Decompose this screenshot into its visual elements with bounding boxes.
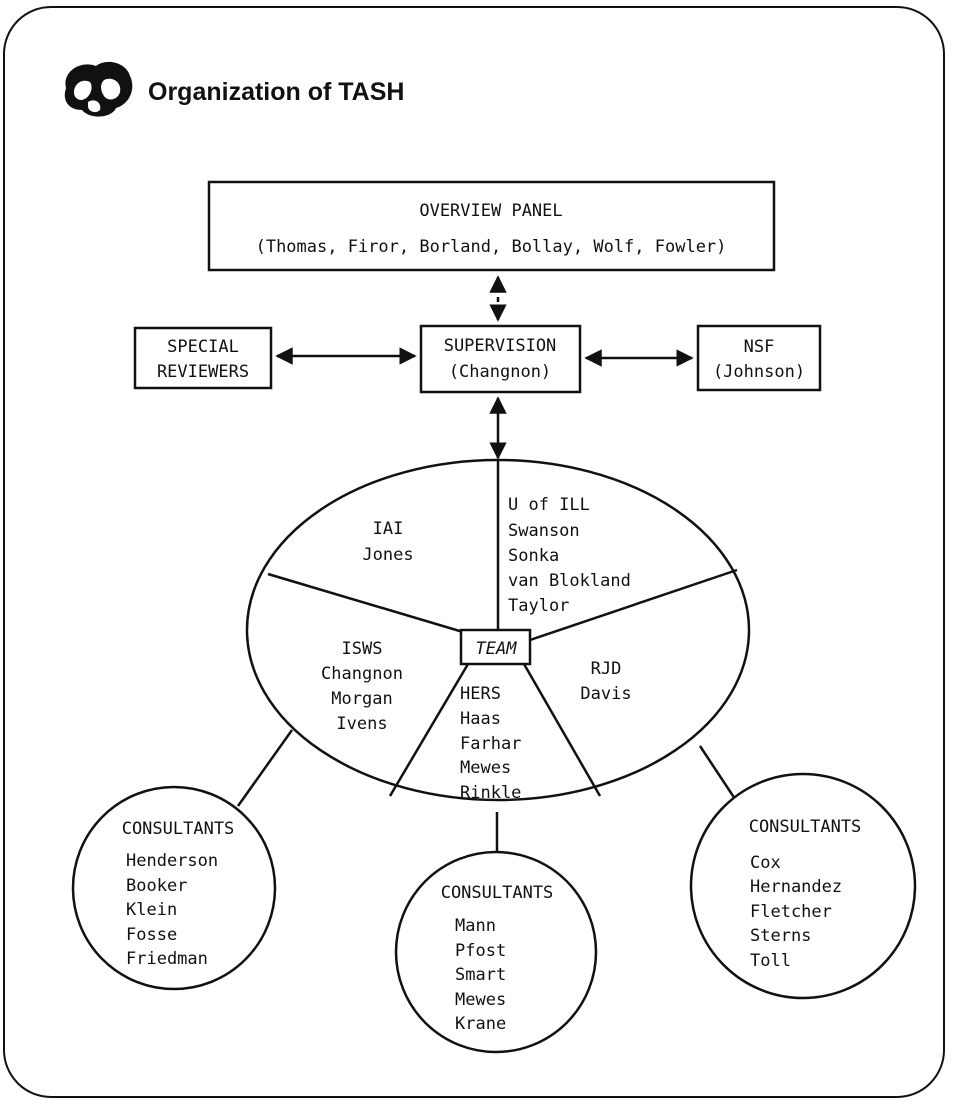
svg-text:U of ILL: U of ILL (508, 495, 590, 515)
svg-text:Pfost: Pfost (455, 941, 506, 961)
svg-text:Sonka: Sonka (508, 546, 559, 566)
connector-left (236, 729, 294, 807)
svg-text:Fosse: Fosse (126, 925, 177, 945)
nsf-line2: (Johnson) (713, 362, 805, 382)
svg-text:CONSULTANTS: CONSULTANTS (441, 883, 554, 903)
svg-text:Booker: Booker (126, 876, 187, 896)
page-frame (3, 6, 945, 1098)
overview-panel-heading: OVERVIEW PANEL (419, 201, 562, 221)
consultants-center-circle: CONSULTANTS Mann Pfost Smart Mewes Krane (394, 850, 598, 1054)
svg-text:Mewes: Mewes (460, 758, 511, 778)
special-reviewers-box: SPECIAL REVIEWERS (133, 326, 273, 390)
u-of-ill-segment: U of ILL Swanson Sonka van Blokland Tayl… (508, 495, 631, 616)
team-label: TEAM (476, 639, 518, 659)
svg-text:HERS: HERS (460, 684, 501, 704)
supervision-box: SUPERVISION (Changnon) (419, 324, 582, 394)
svg-text:Krane: Krane (455, 1014, 506, 1034)
special-reviewers-line1: SPECIAL (167, 337, 239, 357)
divider-lower-left (388, 663, 470, 797)
svg-text:CONSULTANTS: CONSULTANTS (749, 817, 862, 837)
svg-text:ISWS: ISWS (342, 639, 383, 659)
svg-text:Mann: Mann (455, 916, 496, 936)
svg-text:Rinkle: Rinkle (460, 783, 521, 803)
overview-panel-box: OVERVIEW PANEL (Thomas, Firor, Borland, … (207, 180, 776, 272)
svg-text:Friedman: Friedman (126, 949, 208, 969)
svg-text:Cox: Cox (750, 853, 781, 873)
svg-text:Changnon: Changnon (321, 664, 403, 684)
svg-text:Klein: Klein (126, 900, 177, 920)
isws-segment: ISWS Changnon Morgan Ivens (321, 639, 403, 734)
svg-text:van Blokland: van Blokland (508, 571, 631, 591)
special-reviewers-line2: REVIEWERS (157, 362, 249, 382)
svg-text:Smart: Smart (455, 965, 506, 985)
svg-text:Fletcher: Fletcher (750, 902, 832, 922)
divider-left (267, 572, 464, 634)
svg-text:Davis: Davis (580, 684, 631, 704)
iai-segment: IAI Jones (362, 519, 413, 565)
supervision-line2: (Changnon) (449, 362, 551, 382)
svg-text:Haas: Haas (460, 709, 501, 729)
svg-text:RJD: RJD (591, 659, 622, 679)
svg-text:Taylor: Taylor (508, 596, 569, 616)
team-label-box: TEAM (459, 628, 532, 666)
divider-lower-right (522, 663, 602, 797)
svg-text:CONSULTANTS: CONSULTANTS (122, 819, 235, 839)
svg-text:Toll: Toll (750, 951, 791, 971)
svg-text:Hernandez: Hernandez (750, 877, 842, 897)
svg-text:Ivens: Ivens (336, 714, 387, 734)
page-title: Organization of TASH (148, 78, 405, 106)
svg-text:Mewes: Mewes (455, 990, 506, 1010)
logo-icon (64, 61, 133, 117)
svg-text:Morgan: Morgan (331, 689, 392, 709)
supervision-line1: SUPERVISION (444, 336, 557, 356)
svg-text:IAI: IAI (373, 519, 404, 539)
svg-text:Swanson: Swanson (508, 521, 580, 541)
svg-text:Farhar: Farhar (460, 734, 521, 754)
svg-text:Henderson: Henderson (126, 851, 218, 871)
svg-text:Sterns: Sterns (750, 926, 811, 946)
svg-text:Jones: Jones (362, 545, 413, 565)
consultants-left-circle: CONSULTANTS Henderson Booker Klein Fosse… (71, 785, 277, 991)
hers-segment: HERS Haas Farhar Mewes Rinkle (460, 684, 521, 803)
nsf-line1: NSF (744, 337, 775, 357)
consultants-right-circle: CONSULTANTS Cox Hernandez Fletcher Stern… (689, 772, 917, 1000)
divider-right (529, 568, 738, 642)
nsf-box: NSF (Johnson) (696, 324, 822, 392)
overview-panel-members: (Thomas, Firor, Borland, Bollay, Wolf, F… (256, 237, 727, 257)
rjd-segment: RJD Davis (580, 659, 631, 704)
